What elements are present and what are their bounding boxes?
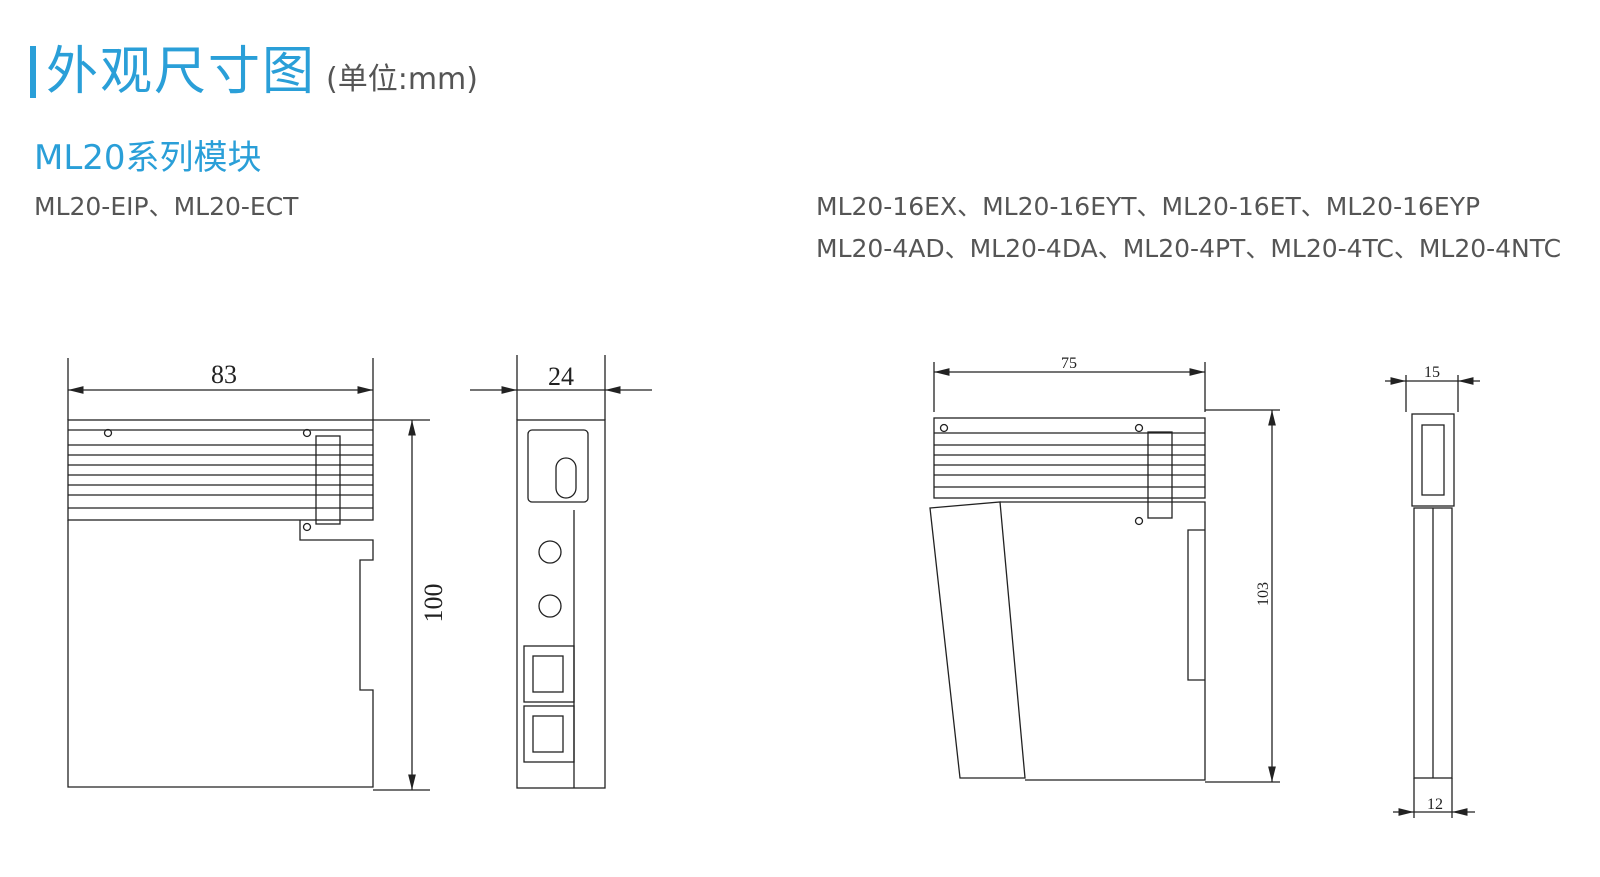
dim-height: 100: [419, 584, 448, 623]
dim-height: 103: [1255, 582, 1272, 606]
model-line: ML20-EIP、ML20-ECT: [34, 192, 299, 221]
model-line: ML20-4AD、ML20-4DA、ML20-4PT、ML20-4TC、ML20…: [816, 234, 1562, 263]
io-side-view: [1385, 375, 1480, 818]
group1-models: ML20-EIP、ML20-ECT: [34, 186, 298, 228]
group2-models: ML20-16EX、ML20-16EYT、ML20-16ET、ML20-16EY…: [816, 186, 1561, 270]
series-subtitle: ML20系列模块: [34, 138, 262, 178]
page-title: 外观尺寸图 (单位:mm): [30, 40, 478, 104]
ecm-side-view: [470, 355, 652, 789]
dim-side-width-bottom: 12: [1427, 796, 1443, 813]
io-front-view: [929, 362, 1280, 783]
title-text: 外观尺寸图: [46, 42, 317, 102]
model-line: ML20-16EX、ML20-16EYT、ML20-16ET、ML20-16EY…: [816, 192, 1481, 221]
title-unit: (单位:mm): [326, 62, 478, 97]
dim-front-width: 75: [1061, 355, 1077, 372]
dim-side-width: 24: [548, 362, 574, 391]
ecm-front-view: [67, 358, 430, 791]
dim-side-width-top: 15: [1424, 364, 1440, 381]
dim-front-width: 83: [211, 360, 237, 389]
title-accent-bar: [30, 46, 36, 98]
